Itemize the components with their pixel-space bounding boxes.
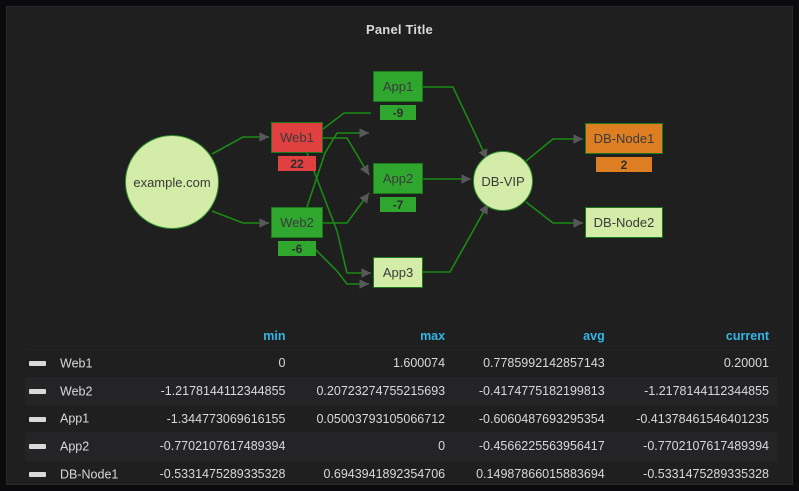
badge-value: 2 bbox=[620, 157, 628, 172]
series-color-swatch-icon[interactable] bbox=[29, 361, 46, 367]
table-row[interactable]: Web1 0 1.600074 0.7785992142857143 0.200… bbox=[25, 349, 777, 378]
cell-max: 0 bbox=[293, 432, 454, 461]
node-web1-badge: 22 bbox=[278, 156, 316, 171]
node-label: DB-Node1 bbox=[593, 131, 655, 146]
edge-web2-app2 bbox=[323, 192, 370, 224]
diagram-edges bbox=[211, 86, 583, 289]
edge-dbvip-dbnode2 bbox=[525, 201, 583, 228]
table-header-row: min max avg current bbox=[25, 325, 777, 350]
cell-max: 0.20723274755215693 bbox=[293, 376, 454, 405]
cell-avg: 0.7785992142857143 bbox=[453, 349, 613, 378]
edge-app3-dbvip bbox=[423, 203, 489, 273]
node-label: App2 bbox=[382, 171, 414, 186]
series-name-cell[interactable]: App1 bbox=[25, 404, 137, 433]
cell-min: -0.7702107617489394 bbox=[136, 432, 294, 461]
column-header-max[interactable]: max bbox=[420, 329, 446, 343]
dashboard-panel: Panel Title bbox=[6, 6, 794, 488]
series-legend-table: min max avg current Web1 0 1.600074 0.77… bbox=[25, 325, 777, 488]
cell-avg: -0.4174775182199813 bbox=[453, 376, 613, 405]
column-header-current[interactable]: current bbox=[725, 329, 769, 343]
node-db-node1-badge: 2 bbox=[596, 157, 652, 172]
edge-dbvip-dbnode1 bbox=[525, 134, 583, 162]
node-label: DB-Node2 bbox=[593, 215, 655, 230]
badge-value: 22 bbox=[290, 156, 304, 171]
edge-web1-app2 bbox=[323, 137, 370, 176]
series-color-swatch-icon[interactable] bbox=[29, 416, 46, 422]
table-row[interactable]: DB-Node1 -0.5331475289335328 0.694394189… bbox=[25, 459, 777, 488]
series-label: DB-Node1 bbox=[60, 467, 119, 482]
node-label: App3 bbox=[382, 265, 414, 280]
series-label: App1 bbox=[60, 412, 90, 427]
table-row[interactable]: App2 -0.7702107617489394 0 -0.4566225563… bbox=[25, 432, 777, 461]
cell-current: -0.7702107617489394 bbox=[612, 432, 777, 461]
node-db-vip[interactable]: DB-VIP bbox=[473, 151, 533, 211]
column-header-min[interactable]: min bbox=[263, 329, 286, 343]
node-app2[interactable]: App2 bbox=[373, 163, 423, 194]
node-label: DB-VIP bbox=[481, 173, 525, 189]
node-db-node1[interactable]: DB-Node1 bbox=[585, 123, 663, 154]
series-color-swatch-icon[interactable] bbox=[29, 472, 46, 478]
node-app1-badge: -9 bbox=[380, 105, 416, 120]
series-label: Web2 bbox=[60, 384, 93, 399]
cell-avg: -0.6060487693295354 bbox=[453, 404, 613, 433]
cell-max: 0.6943941892354706 bbox=[293, 459, 454, 488]
network-diagram: example.com Web1 22 Web2 -6 App1 -9 App2… bbox=[7, 41, 794, 311]
edge-app1-dbvip bbox=[423, 86, 488, 160]
edge-web2-app3 bbox=[306, 240, 369, 289]
node-web1[interactable]: Web1 bbox=[271, 122, 323, 153]
cell-min: -1.2178144112344855 bbox=[136, 376, 294, 405]
node-app2-badge: -7 bbox=[380, 197, 416, 212]
edge-web2-app1 bbox=[306, 128, 369, 208]
series-name-cell[interactable]: DB-Node1 bbox=[25, 459, 137, 488]
cell-max: 1.600074 bbox=[293, 349, 454, 378]
node-example-com[interactable]: example.com bbox=[125, 135, 219, 229]
series-name-cell[interactable]: Web1 bbox=[25, 349, 137, 378]
series-color-swatch-icon[interactable] bbox=[29, 388, 46, 394]
cell-current: -1.2178144112344855 bbox=[612, 376, 777, 405]
node-db-node2[interactable]: DB-Node2 bbox=[585, 207, 663, 238]
edge-web1-app1 bbox=[322, 112, 371, 130]
node-web2-badge: -6 bbox=[278, 241, 316, 256]
table-row[interactable]: App1 -1.344773069616155 0.05003793105066… bbox=[25, 404, 777, 433]
node-label: Web1 bbox=[280, 130, 314, 145]
node-app1[interactable]: App1 bbox=[373, 71, 423, 102]
edge-web1-app3 bbox=[306, 152, 371, 278]
node-label: Web2 bbox=[280, 215, 314, 230]
node-app3[interactable]: App3 bbox=[373, 257, 423, 288]
cell-min: 0 bbox=[136, 349, 294, 378]
series-name-cell[interactable]: App2 bbox=[25, 432, 137, 461]
badge-value: -6 bbox=[291, 241, 303, 256]
edge-example-web1 bbox=[211, 132, 269, 155]
column-header-name[interactable] bbox=[25, 325, 137, 350]
cell-current: -0.5331475289335328 bbox=[612, 459, 777, 488]
series-name-cell[interactable]: Web2 bbox=[25, 376, 137, 405]
cell-max: 0.05003793105066712 bbox=[293, 404, 454, 433]
cell-min: -0.5331475289335328 bbox=[136, 459, 294, 488]
node-label: example.com bbox=[133, 174, 211, 190]
cell-current: 0.20001 bbox=[612, 349, 777, 378]
cell-avg: 0.14987866015883694 bbox=[453, 459, 613, 488]
cell-current: -0.41378461546401235 bbox=[612, 404, 777, 433]
series-label: App2 bbox=[60, 439, 90, 454]
badge-value: -9 bbox=[392, 105, 404, 120]
edge-example-web2 bbox=[211, 210, 269, 228]
series-label: Web1 bbox=[60, 356, 93, 371]
cell-min: -1.344773069616155 bbox=[136, 404, 294, 433]
node-web2[interactable]: Web2 bbox=[271, 207, 323, 238]
cell-avg: -0.4566225563956417 bbox=[453, 432, 613, 461]
table-row[interactable]: Web2 -1.2178144112344855 0.2072327475521… bbox=[25, 376, 777, 405]
node-label: App1 bbox=[382, 79, 414, 94]
page-title: Panel Title bbox=[366, 22, 433, 37]
series-color-swatch-icon[interactable] bbox=[29, 444, 46, 450]
column-header-avg[interactable]: avg bbox=[583, 329, 605, 343]
badge-value: -7 bbox=[392, 197, 404, 212]
